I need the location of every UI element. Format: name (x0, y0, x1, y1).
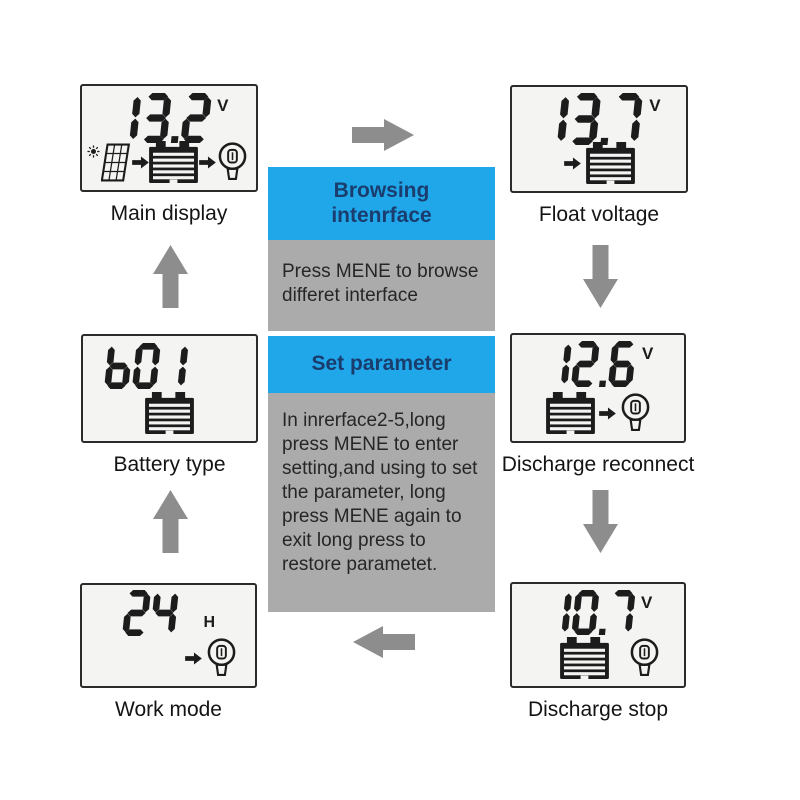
panel-label-battery-type: Battery type (113, 453, 226, 476)
lcd-value (110, 93, 213, 143)
panel-float-voltage: V Float voltage (510, 85, 688, 227)
bulb-icon (207, 638, 236, 677)
panel-label-discharge-reconnect: Discharge reconnect (501, 453, 695, 476)
panel-label-discharge-stop: Discharge stop (527, 698, 669, 721)
lcd-unit: V (217, 96, 229, 115)
set-parameter-header: Set parameter (268, 336, 495, 393)
lcd-icon-row (517, 142, 681, 184)
lcd-screen-battery-type (81, 334, 258, 443)
battery-icon (545, 392, 595, 434)
sun-icon (87, 145, 100, 158)
set-parameter-body: In inrerface2-5,long press MENE to enter… (268, 393, 495, 612)
bulb-icon (630, 638, 659, 677)
flow-arrow-stop-to-work (353, 626, 415, 658)
battery-icon (145, 392, 194, 434)
lcd-value (543, 341, 637, 387)
lcd-icon-row (87, 637, 250, 679)
flow-arrow-work-to-battery (153, 490, 188, 553)
lcd-screen-work-mode: H (80, 583, 257, 688)
panel-label-main-display: Main display (110, 202, 228, 225)
panel-battery-type: Battery type (81, 334, 258, 477)
bulb-icon (218, 142, 247, 181)
battery-icon (149, 141, 199, 183)
lcd-icon-row (88, 392, 251, 434)
lcd-icon-row (517, 392, 679, 434)
arrow-right-icon (563, 156, 581, 170)
panel-discharge-stop: V Discharge stop (510, 582, 686, 722)
flow-arrow-battery-to-main (153, 245, 188, 308)
lcd-value (122, 590, 180, 636)
flow-arrow-reconnect-to-stop (583, 490, 618, 553)
lcd-unit: H (203, 614, 216, 631)
lcd-value (104, 343, 189, 389)
panel-discharge-reconnect: V Discharge reconnect (502, 333, 694, 477)
flow-arrow-main-to-float (352, 119, 414, 151)
lcd-screen-discharge-reconnect: V (510, 333, 686, 443)
battery-icon (560, 637, 609, 679)
lcd-value (537, 93, 644, 145)
arrow-right-icon (131, 155, 149, 169)
lcd-unit: V (642, 344, 654, 363)
lcd-screen-discharge-stop: V (510, 582, 686, 688)
arrow-right-icon (598, 406, 616, 420)
panel-label-float-voltage: Float voltage (538, 203, 660, 226)
panel-main-display: V Main display (80, 84, 258, 226)
panel-label-work-mode: Work mode (115, 698, 222, 721)
lcd-icon-row (87, 141, 248, 183)
browsing-interface-body: Press MENE to browse differet interface (268, 240, 495, 331)
lcd-screen-float-voltage: V (510, 85, 688, 193)
arrow-right-icon (199, 155, 217, 169)
lcd-screen-main-display: V (80, 84, 258, 192)
battery-icon (585, 142, 635, 184)
browsing-interface-header: Browsing intenrface (268, 167, 495, 240)
arrow-right-icon (185, 651, 202, 665)
lcd-icon-row (517, 637, 679, 679)
lcd-value (544, 590, 636, 635)
browsing-interface-title: Browsing intenrface (331, 179, 432, 227)
set-parameter-title: Set parameter (311, 352, 452, 376)
lcd-unit: V (649, 96, 661, 115)
lcd-unit: V (641, 593, 653, 612)
panel-work-mode: H Work mode (80, 583, 257, 722)
solar-panel-icon (100, 143, 130, 181)
flow-arrow-float-to-reconnect (583, 245, 618, 308)
bulb-icon (621, 393, 649, 432)
